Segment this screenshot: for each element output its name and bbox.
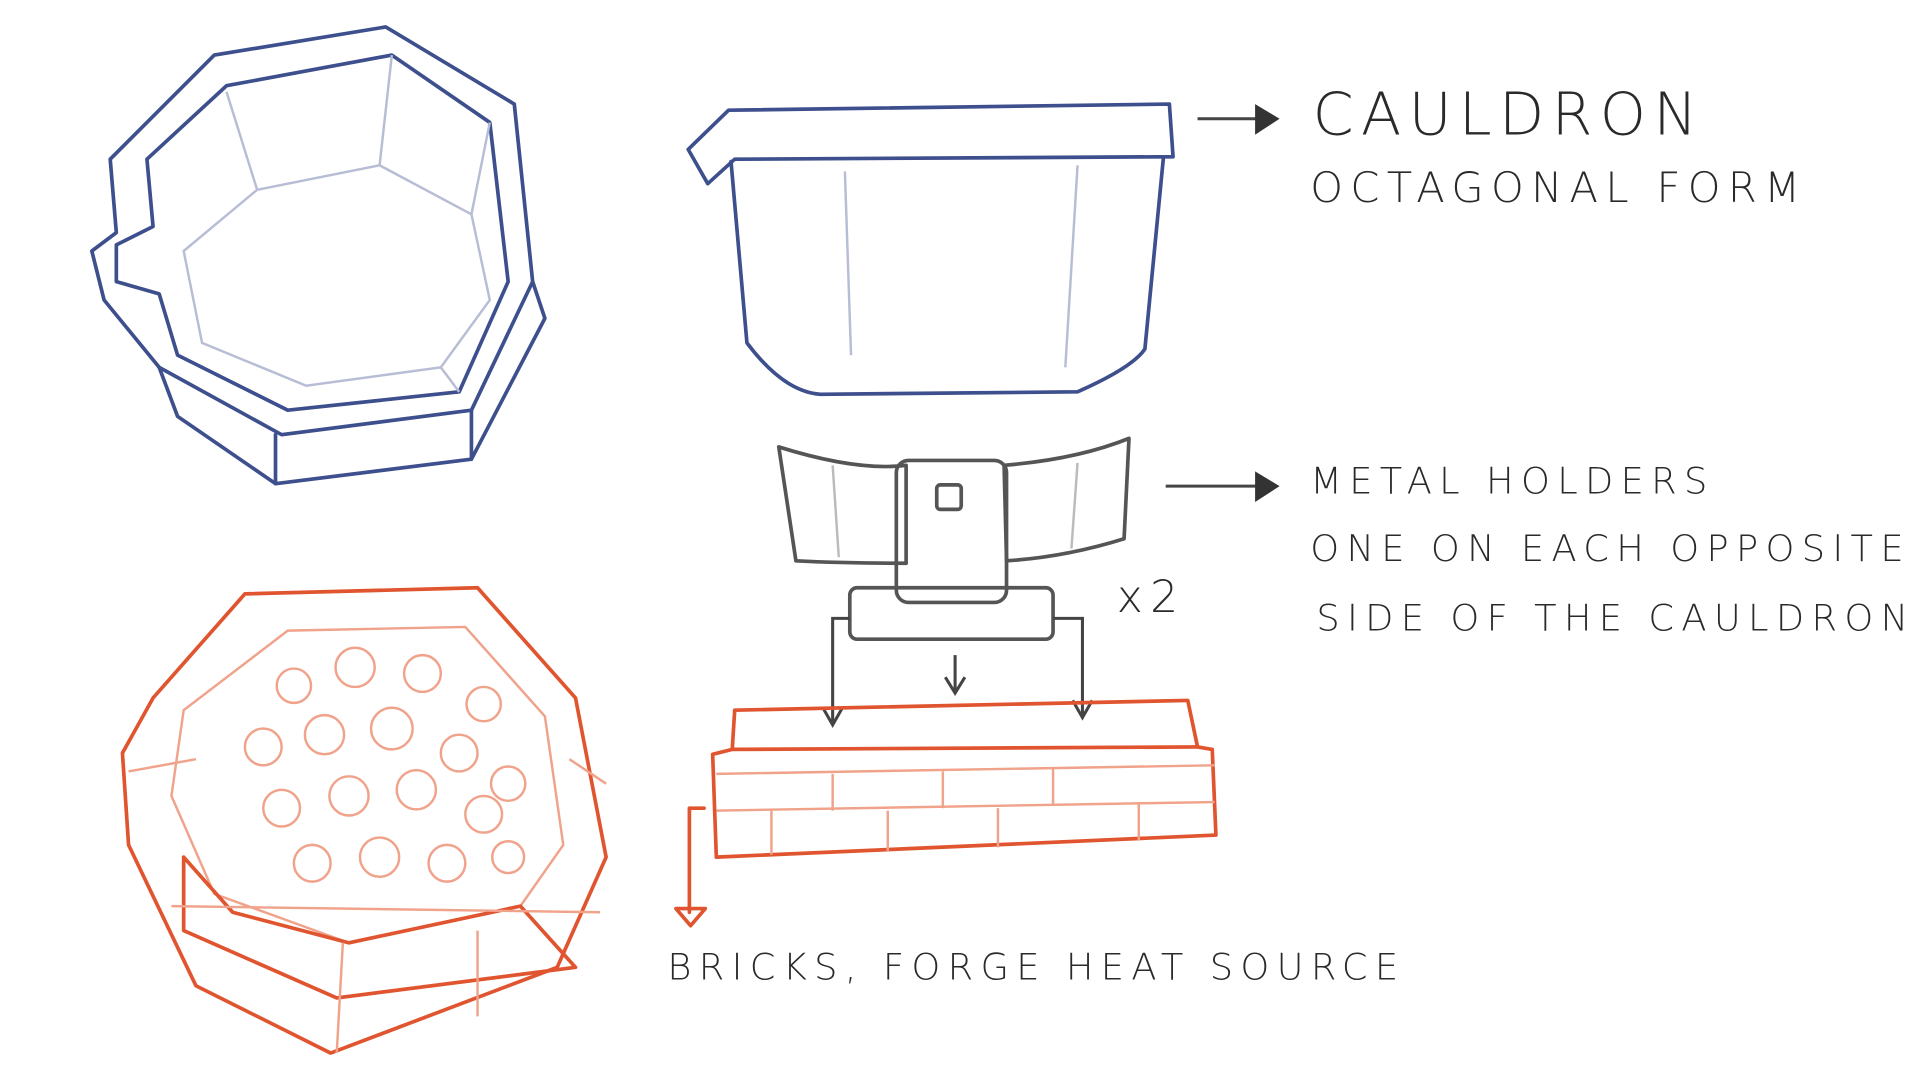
brick-base-side	[674, 698, 1218, 928]
holders-line-2: SIDE OF THE CAULDRON	[1316, 597, 1915, 640]
label-arrows	[1165, 104, 1280, 503]
metal-holder	[776, 436, 1131, 642]
multiplier-label: x2	[1117, 572, 1186, 623]
cauldron-top-view	[90, 25, 547, 486]
placement-arrows	[821, 616, 1094, 728]
holders-line-1: ONE ON EACH OPPOSITE	[1310, 527, 1911, 570]
holders-title: METAL HOLDERS	[1310, 459, 1714, 502]
cauldron-subtitle: OCTAGONAL FORM	[1310, 163, 1807, 212]
brick-forge-top-view	[120, 585, 608, 1055]
bricks-label: BRICKS, FORGE HEAT SOURCE	[667, 946, 1405, 989]
cauldron-side-view	[686, 102, 1175, 397]
cauldron-title: CAULDRON	[1313, 80, 1705, 149]
